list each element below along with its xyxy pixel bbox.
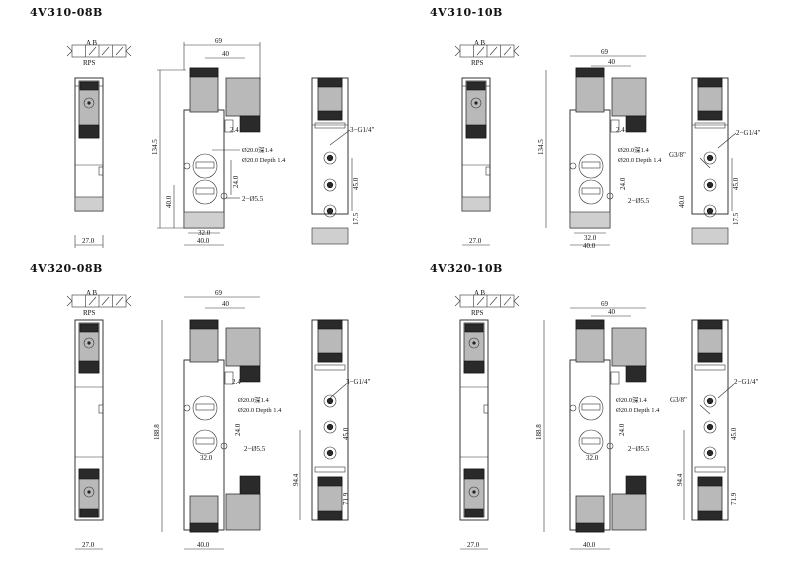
dim-40: 40.0 [197,237,210,245]
dim-24: 24.0 [234,423,242,436]
title-4v310-10b: 4V310-10B [430,6,503,19]
symbol-rps-label: RPS [471,309,484,317]
dim-40: 40.0 [197,541,210,549]
dim-71-9: 71.9 [730,492,738,505]
dim-40-height: 40.0 [165,195,173,208]
hole-spec-1: Ø20.0深1.4 [242,145,273,154]
port-side-view [311,77,349,245]
dim-27: 27.0 [467,541,480,549]
hole-spec-1: Ø20.0深1.4 [616,395,647,404]
front-view [459,319,489,521]
port-spec-a: 2−G1/4" [734,378,758,386]
dim-188-8: 188.8 [153,424,161,440]
dim-69: 69 [601,48,609,56]
hole-spec-1: Ø20.0深1.4 [618,145,649,154]
dim-2-4: 2.4 [230,126,239,134]
dim-24: 24.0 [619,177,627,190]
hole-spec-2: Ø20.0 Depth 1.4 [242,157,286,164]
symbol-rps-label: RPS [83,59,96,67]
dim-40-top: 40 [608,58,616,66]
symbol-ab-label: A B [86,39,97,47]
panel-4v320-08b: A B RPS 27.0 [66,289,370,550]
dim-45: 45.0 [342,427,350,440]
dim-24: 24.0 [618,423,626,436]
hole-spec-2: Ø20.0 Depth 1.4 [616,407,660,414]
port-spec-a: 2−G1/4" [736,129,760,137]
valve-symbol [66,44,132,58]
main-body-view [569,319,647,533]
dim-40: 40.0 [583,541,596,549]
front-view [74,319,104,521]
dim-24: 24.0 [232,175,240,188]
main-body-view [183,319,261,533]
symbol-rps-label: RPS [471,59,484,67]
symbol-ab-label: A B [86,289,97,297]
hole-spec-2: Ø20.0 Depth 1.4 [238,407,282,414]
dim-45: 45.0 [352,177,360,190]
dim-27: 27.0 [82,237,95,245]
dim-27: 27.0 [82,541,95,549]
panel-4v310-08b: A B RPS 27.0 [66,37,374,248]
valve-symbol [66,294,132,308]
port-side-view [691,319,729,521]
mount-holes: 2−Ø5.5 [628,445,650,453]
dim-40-top: 40 [222,50,230,58]
title-4v320-08b: 4V320-08B [30,262,103,275]
dim-134-5: 134.5 [537,139,545,155]
dim-134-5: 134.5 [151,139,159,155]
symbol-ab-label: A B [474,289,485,297]
mount-holes: 2−Ø5.5 [628,197,650,205]
dim-32: 32.0 [200,454,213,462]
dim-45: 45.0 [732,177,740,190]
valve-symbol [454,44,520,58]
dim-71-9: 71.9 [342,492,350,505]
valve-symbol [454,294,520,308]
dim-2-4: 2.4 [232,378,241,386]
main-body-view [569,67,647,229]
main-body-view [183,67,261,229]
front-view [74,77,104,212]
dim-17-5: 17.5 [732,212,740,225]
panel-4v320-10b: A B RPS 27.0 [454,289,758,550]
panel-4v310-10b: A B RPS 27.0 69 [454,39,760,250]
dim-32: 32.0 [584,234,597,242]
dim-40: 40.0 [583,242,596,250]
dim-32: 32.0 [586,454,599,462]
title-4v320-10b: 4V320-10B [430,262,503,275]
title-4v310-08b: 4V310-08B [30,6,103,19]
dim-188-8: 188.8 [535,424,543,440]
dim-94-4: 94.4 [676,473,684,486]
hole-spec-2: Ø20.0 Depth 1.4 [618,157,662,164]
dim-94-4: 94.4 [292,473,300,486]
mount-holes: 2−Ø5.5 [244,445,266,453]
symbol-ab-label: A B [474,39,485,47]
dim-2-4: 2.4 [616,126,625,134]
dim-69: 69 [601,300,609,308]
port-spec: 3−G1/4" [350,126,374,134]
hole-spec-1: Ø20.0深1.4 [238,395,269,404]
dim-27: 27.0 [469,237,482,245]
mount-holes: 2−Ø5.5 [242,195,264,203]
dim-45: 45.0 [730,427,738,440]
dim-32: 32.0 [198,229,211,237]
port-spec-b: G3/8" [670,396,687,404]
dim-69: 69 [215,37,223,45]
dim-40-top: 40 [222,300,230,308]
dim-69: 69 [215,289,223,297]
port-spec-b: G3/8" [669,151,686,159]
dim-40-top: 40 [608,308,616,316]
port-side-view [691,77,729,245]
front-view [461,77,491,212]
symbol-rps-label: RPS [83,309,96,317]
dim-17-5: 17.5 [352,212,360,225]
port-side-view [311,319,349,521]
port-spec: 3−G1/4" [346,378,370,386]
dim-40-height: 40.0 [678,195,686,208]
